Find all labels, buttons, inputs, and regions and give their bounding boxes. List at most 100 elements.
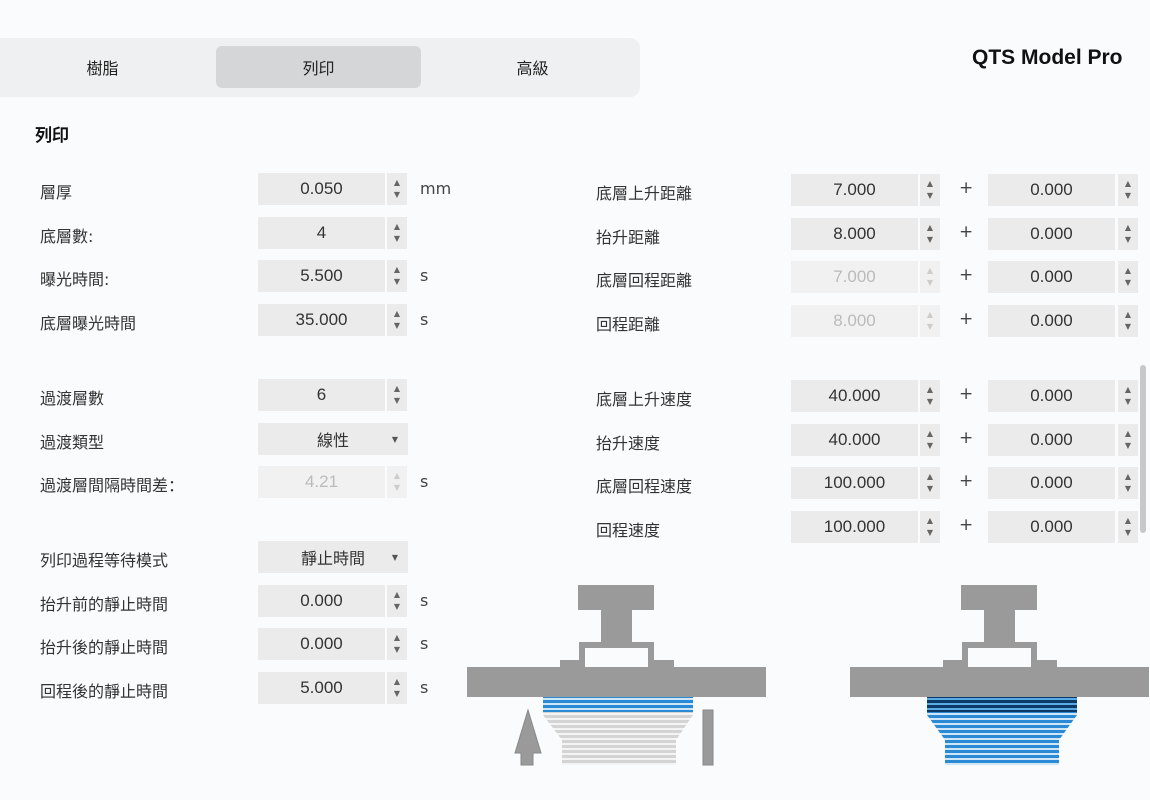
chevron-up-icon[interactable]: ▲ bbox=[1124, 429, 1132, 438]
scrollbar[interactable] bbox=[1140, 365, 1146, 533]
chevron-down-icon[interactable]: ▼ bbox=[1124, 397, 1132, 406]
chevron-up-icon[interactable]: ▲ bbox=[926, 429, 934, 438]
chevron-down-icon[interactable]: ▼ bbox=[1124, 484, 1132, 493]
number-stepper[interactable]: ▲▼ bbox=[387, 466, 407, 498]
number-stepper[interactable]: ▲▼ bbox=[387, 217, 407, 249]
number-input[interactable]: 7.000 bbox=[791, 174, 918, 206]
number-stepper[interactable]: ▲▼ bbox=[920, 174, 940, 206]
chevron-up-icon[interactable]: ▲ bbox=[926, 310, 934, 319]
offset-input[interactable]: 0.000 bbox=[988, 305, 1115, 337]
chevron-up-icon[interactable]: ▲ bbox=[393, 309, 401, 318]
offset-input[interactable]: 0.000 bbox=[988, 174, 1115, 206]
number-input[interactable]: 8.000 bbox=[791, 305, 918, 337]
tab-print[interactable]: 列印 bbox=[216, 46, 421, 88]
tab-resin[interactable]: 樹脂 bbox=[86, 59, 119, 78]
number-input[interactable]: 4 bbox=[258, 217, 385, 249]
number-stepper[interactable]: ▲▼ bbox=[387, 672, 407, 704]
offset-stepper[interactable]: ▲▼ bbox=[1118, 380, 1138, 412]
select-field[interactable]: 靜止時間▼ bbox=[258, 541, 408, 573]
chevron-down-icon[interactable]: ▼ bbox=[393, 190, 401, 199]
chevron-down-icon[interactable]: ▼ bbox=[393, 234, 401, 243]
offset-input[interactable]: 0.000 bbox=[988, 380, 1115, 412]
chevron-up-icon[interactable]: ▲ bbox=[1124, 266, 1132, 275]
number-stepper[interactable]: ▲▼ bbox=[920, 218, 940, 250]
number-input[interactable]: 100.000 bbox=[791, 511, 918, 543]
number-input[interactable]: 0.000 bbox=[258, 628, 385, 660]
chevron-up-icon[interactable]: ▲ bbox=[926, 516, 934, 525]
number-input[interactable]: 0.050 bbox=[258, 173, 385, 205]
chevron-up-icon[interactable]: ▲ bbox=[393, 178, 401, 187]
chevron-down-icon[interactable]: ▼ bbox=[1124, 191, 1132, 200]
chevron-down-icon[interactable]: ▼ bbox=[393, 602, 401, 611]
chevron-down-icon[interactable]: ▼ bbox=[1124, 322, 1132, 331]
chevron-up-icon[interactable]: ▲ bbox=[926, 179, 934, 188]
number-input[interactable]: 6 bbox=[258, 379, 385, 411]
offset-input[interactable]: 0.000 bbox=[988, 467, 1115, 499]
chevron-up-icon[interactable]: ▲ bbox=[393, 265, 401, 274]
chevron-up-icon[interactable]: ▲ bbox=[1124, 385, 1132, 394]
chevron-up-icon[interactable]: ▲ bbox=[1124, 223, 1132, 232]
number-input[interactable]: 100.000 bbox=[791, 467, 918, 499]
offset-stepper[interactable]: ▲▼ bbox=[1118, 261, 1138, 293]
chevron-down-icon[interactable]: ▼ bbox=[393, 483, 401, 492]
number-stepper[interactable]: ▲▼ bbox=[387, 260, 407, 292]
chevron-down-icon[interactable]: ▼ bbox=[926, 322, 934, 331]
chevron-up-icon[interactable]: ▲ bbox=[393, 384, 401, 393]
tab-advanced[interactable]: 高級 bbox=[516, 59, 549, 78]
chevron-down-icon[interactable]: ▼ bbox=[1124, 441, 1132, 450]
number-stepper[interactable]: ▲▼ bbox=[387, 585, 407, 617]
chevron-up-icon[interactable]: ▲ bbox=[393, 633, 401, 642]
chevron-down-icon[interactable]: ▼ bbox=[393, 645, 401, 654]
number-stepper[interactable]: ▲▼ bbox=[387, 379, 407, 411]
offset-input[interactable]: 0.000 bbox=[988, 218, 1115, 250]
chevron-up-icon[interactable]: ▲ bbox=[926, 385, 934, 394]
number-input[interactable]: 5.000 bbox=[258, 672, 385, 704]
offset-input[interactable]: 0.000 bbox=[988, 424, 1115, 456]
chevron-down-icon[interactable]: ▼ bbox=[926, 191, 934, 200]
number-stepper[interactable]: ▲▼ bbox=[920, 467, 940, 499]
chevron-up-icon[interactable]: ▲ bbox=[1124, 310, 1132, 319]
chevron-up-icon[interactable]: ▲ bbox=[393, 471, 401, 480]
offset-input[interactable]: 0.000 bbox=[988, 511, 1115, 543]
number-input[interactable]: 40.000 bbox=[791, 424, 918, 456]
number-stepper[interactable]: ▲▼ bbox=[920, 380, 940, 412]
select-field[interactable]: 線性▼ bbox=[258, 423, 408, 455]
chevron-up-icon[interactable]: ▲ bbox=[926, 223, 934, 232]
chevron-up-icon[interactable]: ▲ bbox=[1124, 472, 1132, 481]
chevron-up-icon[interactable]: ▲ bbox=[926, 472, 934, 481]
chevron-down-icon[interactable]: ▼ bbox=[393, 321, 401, 330]
number-stepper[interactable]: ▲▼ bbox=[920, 305, 940, 337]
chevron-down-icon[interactable]: ▼ bbox=[1124, 278, 1132, 287]
offset-input[interactable]: 0.000 bbox=[988, 261, 1115, 293]
offset-stepper[interactable]: ▲▼ bbox=[1118, 174, 1138, 206]
chevron-up-icon[interactable]: ▲ bbox=[1124, 516, 1132, 525]
number-input[interactable]: 35.000 bbox=[258, 304, 385, 336]
chevron-down-icon[interactable]: ▼ bbox=[393, 689, 401, 698]
number-input[interactable]: 8.000 bbox=[791, 218, 918, 250]
number-stepper[interactable]: ▲▼ bbox=[920, 261, 940, 293]
chevron-up-icon[interactable]: ▲ bbox=[1124, 179, 1132, 188]
offset-stepper[interactable]: ▲▼ bbox=[1118, 424, 1138, 456]
number-stepper[interactable]: ▲▼ bbox=[387, 628, 407, 660]
chevron-down-icon[interactable]: ▼ bbox=[1124, 235, 1132, 244]
chevron-up-icon[interactable]: ▲ bbox=[393, 590, 401, 599]
chevron-up-icon[interactable]: ▲ bbox=[393, 677, 401, 686]
number-stepper[interactable]: ▲▼ bbox=[920, 424, 940, 456]
number-stepper[interactable]: ▲▼ bbox=[920, 511, 940, 543]
chevron-down-icon[interactable]: ▼ bbox=[926, 528, 934, 537]
number-stepper[interactable]: ▲▼ bbox=[387, 304, 407, 336]
chevron-down-icon[interactable]: ▼ bbox=[926, 484, 934, 493]
number-input[interactable]: 4.21 bbox=[258, 466, 385, 498]
chevron-down-icon[interactable]: ▼ bbox=[393, 277, 401, 286]
chevron-down-icon[interactable]: ▼ bbox=[926, 278, 934, 287]
number-input[interactable]: 0.000 bbox=[258, 585, 385, 617]
number-input[interactable]: 7.000 bbox=[791, 261, 918, 293]
number-stepper[interactable]: ▲▼ bbox=[387, 173, 407, 205]
chevron-up-icon[interactable]: ▲ bbox=[393, 222, 401, 231]
offset-stepper[interactable]: ▲▼ bbox=[1118, 305, 1138, 337]
number-input[interactable]: 5.500 bbox=[258, 260, 385, 292]
chevron-down-icon[interactable]: ▼ bbox=[1124, 528, 1132, 537]
chevron-down-icon[interactable]: ▼ bbox=[926, 235, 934, 244]
chevron-down-icon[interactable]: ▼ bbox=[393, 396, 401, 405]
number-input[interactable]: 40.000 bbox=[791, 380, 918, 412]
